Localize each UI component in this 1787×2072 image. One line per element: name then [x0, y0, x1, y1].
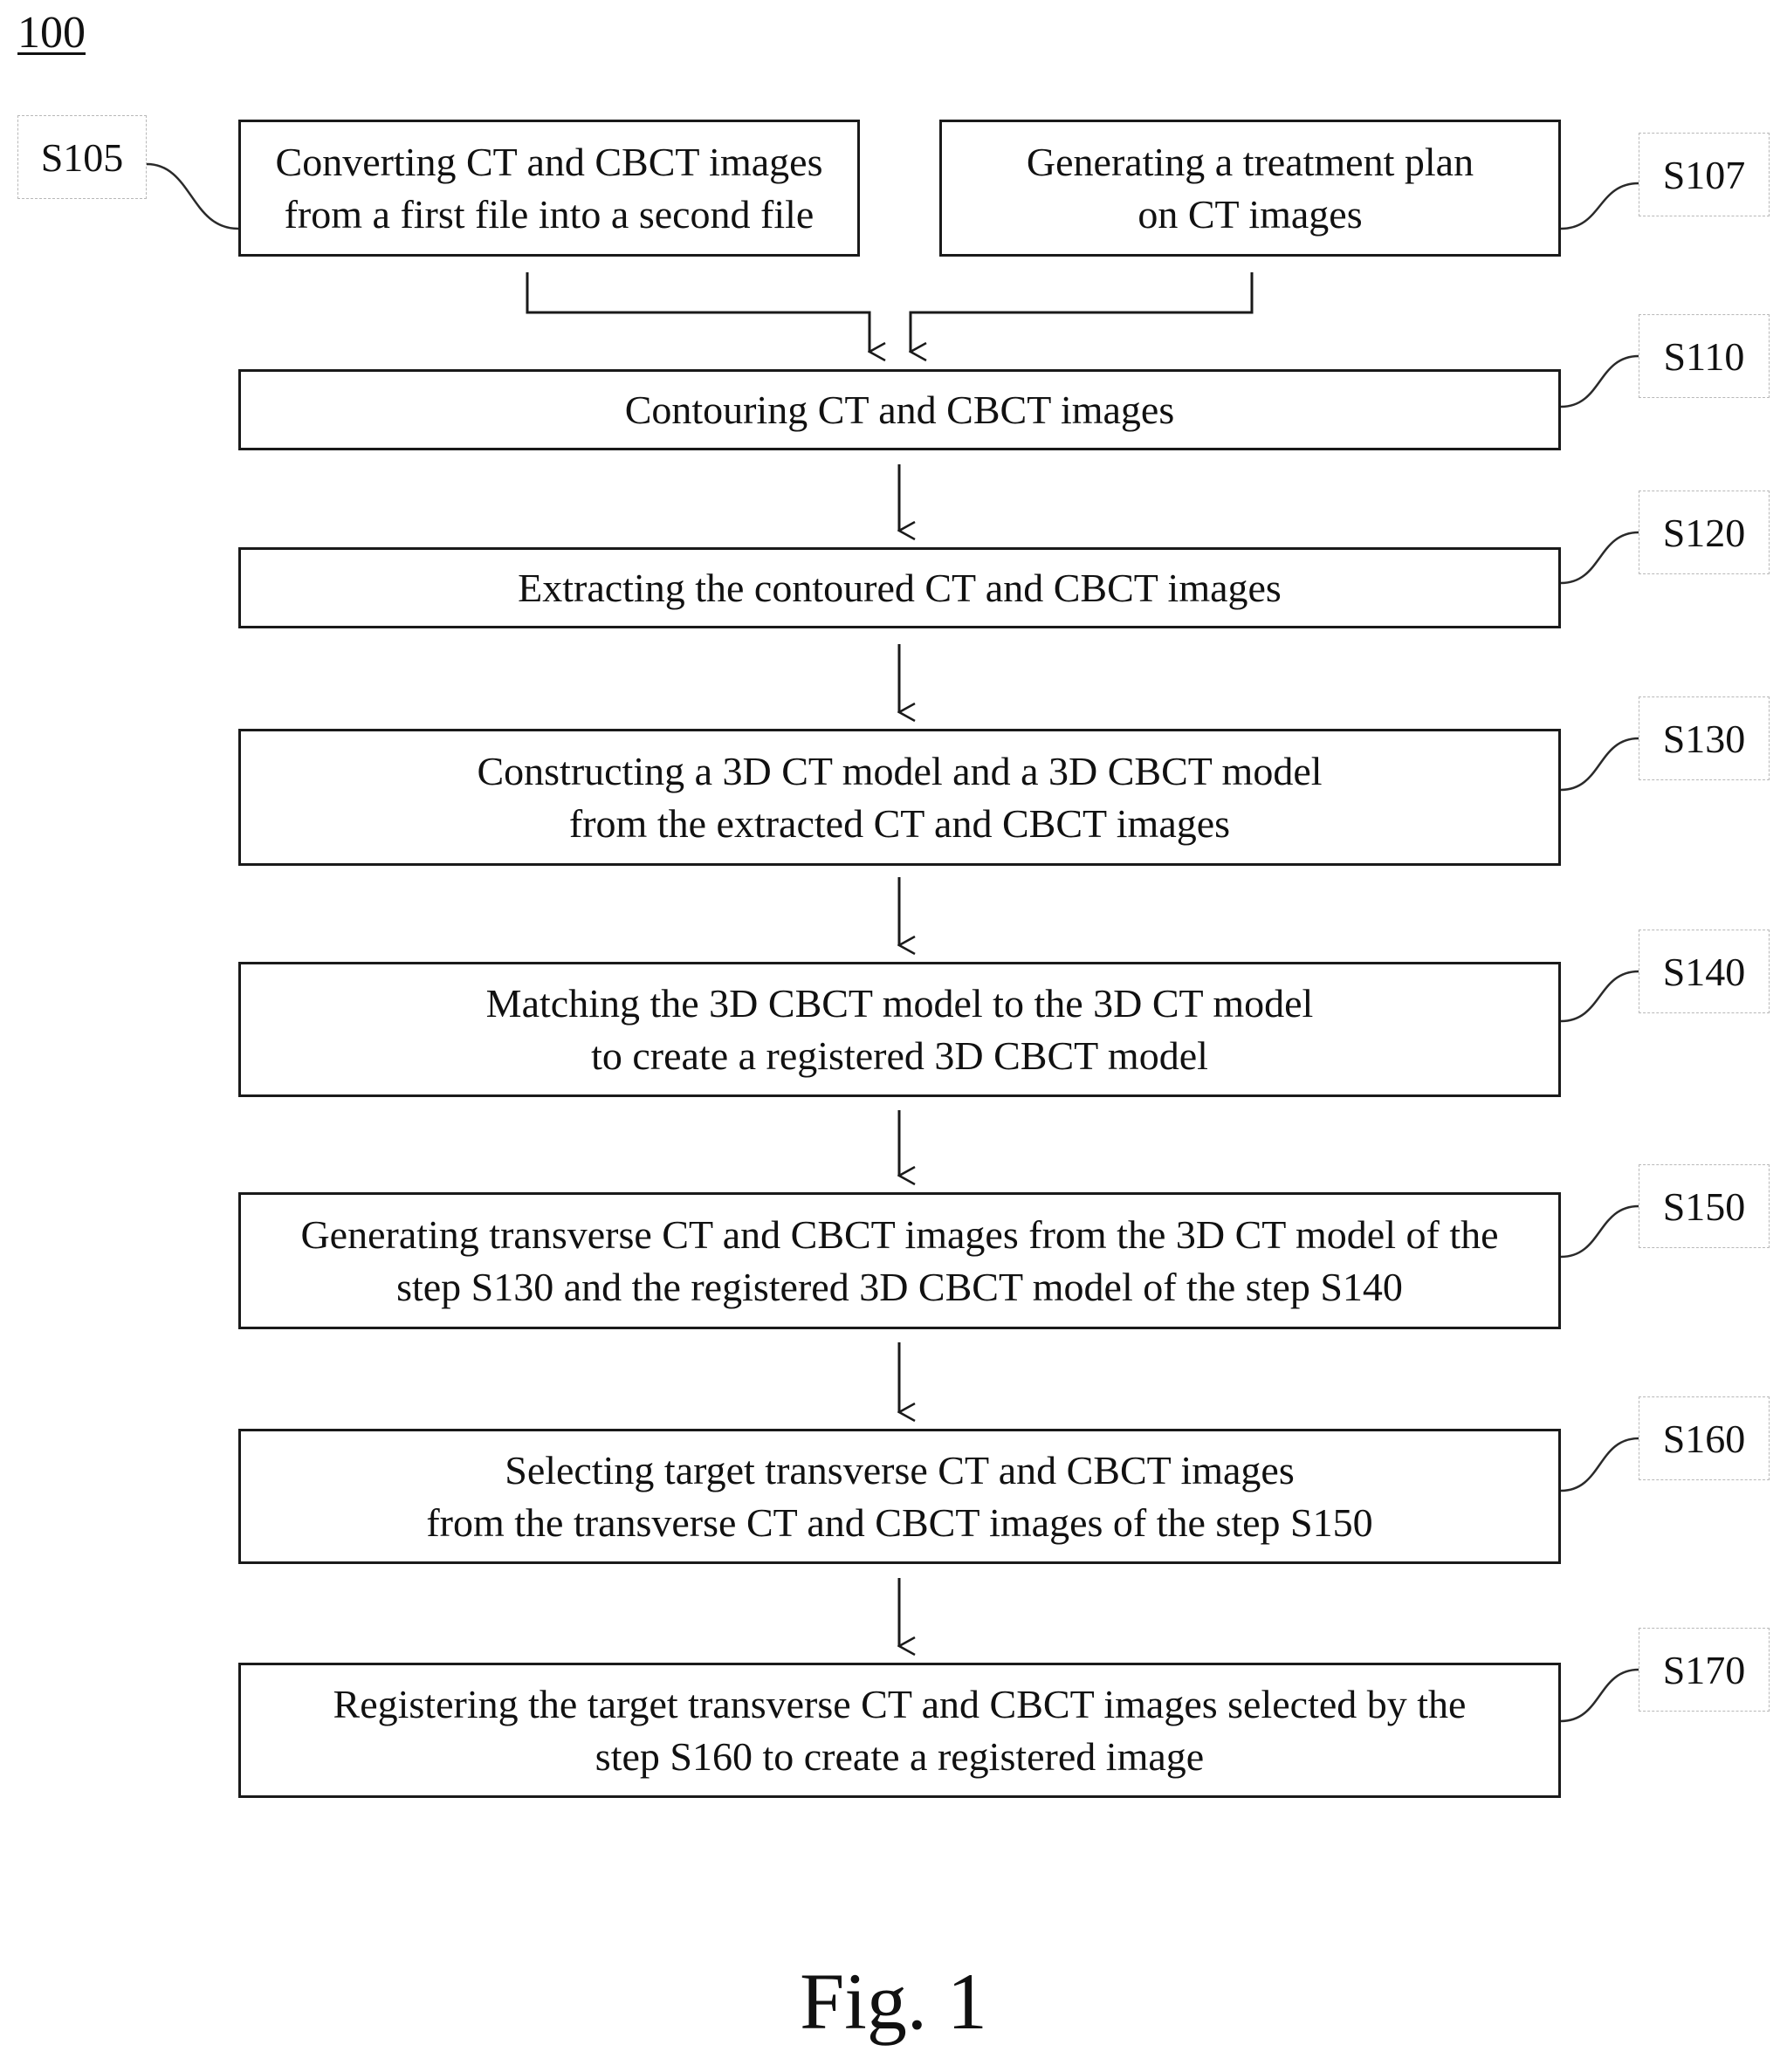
leader-s150	[1561, 1206, 1639, 1257]
merge-line-s105	[527, 272, 869, 352]
merge-line-s107	[911, 272, 1252, 352]
leader-s140	[1561, 971, 1639, 1021]
figure-caption: Fig. 1	[0, 1955, 1787, 2048]
leader-s170	[1561, 1670, 1639, 1721]
leader-s130	[1561, 738, 1639, 790]
leader-s160	[1561, 1438, 1639, 1491]
leader-s107	[1561, 183, 1639, 229]
leader-s110	[1561, 356, 1639, 407]
leader-s105	[147, 164, 238, 229]
leader-s120	[1561, 532, 1639, 583]
